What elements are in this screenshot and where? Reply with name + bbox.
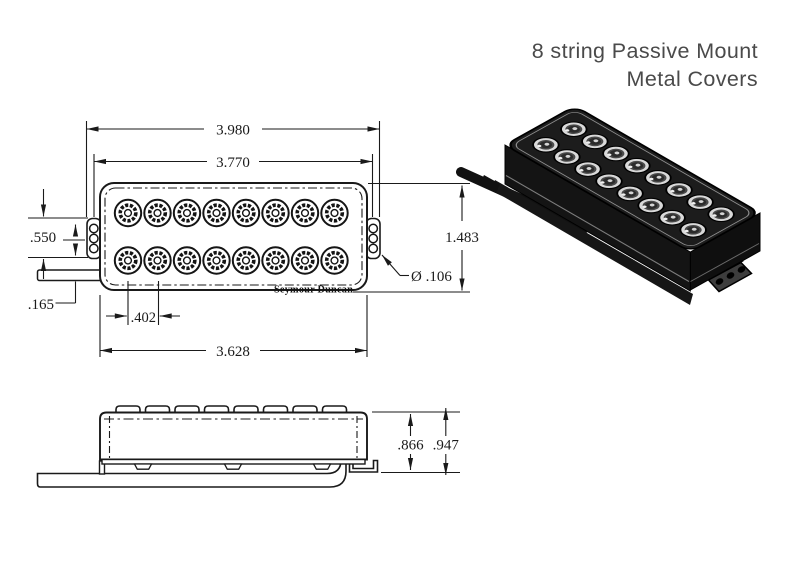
- lead-wire: [36, 269, 104, 282]
- dim-text-pole-spacing: .402: [131, 310, 156, 326]
- dim-hole-diameter: Ø .106: [381, 254, 452, 285]
- dim-total-height: .947: [433, 408, 460, 475]
- base-lip: [101, 458, 366, 465]
- dim-text-body-height: 1.483: [445, 230, 479, 246]
- right-tab-holes: [368, 223, 379, 254]
- dim-cover-height: .866: [397, 414, 424, 470]
- top-view: Seymour Duncan 3.980 3.770 .550: [28, 121, 479, 360]
- dim-total-width: 3.980: [86, 123, 380, 139]
- dim-mount-hole-span: 3.770: [94, 155, 373, 171]
- brand-logo-text: Seymour Duncan: [274, 285, 353, 296]
- dim-text-mount-hole-span: 3.770: [216, 155, 250, 171]
- dim-text-hole-diameter: Ø .106: [411, 269, 452, 285]
- pickup-3d-illustration: [456, 108, 761, 305]
- cover-seam-right: [690, 243, 760, 282]
- side-view: .866 .947: [36, 405, 460, 488]
- pickup-cover-outline: [99, 182, 368, 291]
- base-plate-bar: [36, 451, 347, 488]
- caption-line-1: 8 string Passive Mount: [532, 39, 758, 63]
- body-top-face: [509, 108, 756, 250]
- dim-text-body-width: 3.628: [216, 344, 250, 360]
- dim-text-tab-height: .550: [30, 230, 56, 246]
- cover-inner-dashed-outline: [104, 187, 363, 286]
- dim-text-lead-thickness: .165: [28, 297, 54, 313]
- dim-text-cover-height: .866: [397, 438, 424, 454]
- base-left-tab-3d: [480, 175, 500, 193]
- dim-body-width: 3.628: [99, 295, 368, 360]
- dim-text-total-width: 3.980: [216, 123, 250, 139]
- dim-text-total-height: .947: [433, 438, 460, 454]
- dim-body-height: 1.483: [353, 182, 479, 293]
- dim-tab-height: .550: [28, 189, 88, 279]
- base-band-3d: [492, 180, 693, 305]
- bottom-screw-feet: [133, 463, 332, 470]
- caption: 8 string Passive Mount Metal Covers: [532, 39, 758, 91]
- cover-seam-front: [505, 175, 690, 282]
- cover-side-outline: [99, 411, 368, 461]
- left-tab-holes: [88, 223, 99, 254]
- dim-lead-thickness: .165: [28, 281, 77, 313]
- caption-line-2: Metal Covers: [627, 67, 758, 91]
- dim-pole-spacing: .402: [106, 281, 180, 326]
